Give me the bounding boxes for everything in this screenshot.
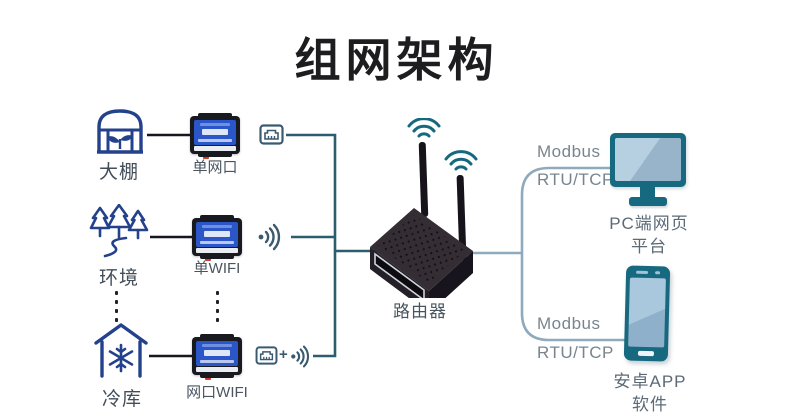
device-led [205,373,211,380]
monitor-base [629,197,667,206]
device-panel [196,341,238,366]
cold-storage-icon [94,323,148,378]
dtu-device-2 [192,215,242,261]
android-phone-icon [623,265,671,362]
plus-sign: + [279,346,288,363]
wifi-signal-icon-small [291,345,310,368]
greenhouse-icon [97,109,143,154]
dtu-device-3 [192,334,242,380]
router-icon [370,118,478,298]
device-terminal-strip [194,146,236,151]
monitor-neck [640,186,655,199]
monitor-screen [615,138,681,181]
device-label-1: 单网口 [192,159,238,176]
ethernet-port-icon [259,124,284,145]
protocol-label-app-line2: RTU/TCP [537,343,614,362]
phone-camera [655,271,661,275]
scene-label-environment: 环境 [98,268,139,289]
app-label-line1: 安卓APP [613,372,687,391]
wifi-signal-icon [258,223,281,251]
device-panel [196,222,238,247]
ethernet-port-icon-small [255,346,278,365]
device-label-3: 网口WIFI [186,384,248,401]
protocol-label-pc-line2: RTU/TCP [537,170,614,189]
pc-platform-label-line1: PC端网页 [609,214,689,233]
phone-home-button [637,350,655,357]
ellipsis-dots-device [216,291,219,322]
router-label: 路由器 [393,302,447,321]
device-panel [194,120,236,145]
protocol-label-pc-line1: Modbus [537,142,601,161]
page-title: 组网架构 [294,34,499,86]
device-terminal-strip [196,367,238,372]
dtu-device-1 [190,113,240,159]
scene-label-greenhouse: 大棚 [98,162,139,183]
protocol-label-app-line1: Modbus [537,314,601,333]
pc-monitor-icon [610,133,686,187]
scene-label-cold-storage: 冷库 [101,389,142,410]
pc-platform-label-line2: 平台 [631,237,667,256]
ellipsis-dots-left [115,291,118,322]
app-label-line2: 软件 [632,395,668,414]
device-label-2: 单WIFI [193,260,241,277]
environment-trees-icon [89,204,149,258]
phone-speaker [636,270,649,275]
phone-screen [628,277,666,348]
device-terminal-strip [196,248,238,253]
